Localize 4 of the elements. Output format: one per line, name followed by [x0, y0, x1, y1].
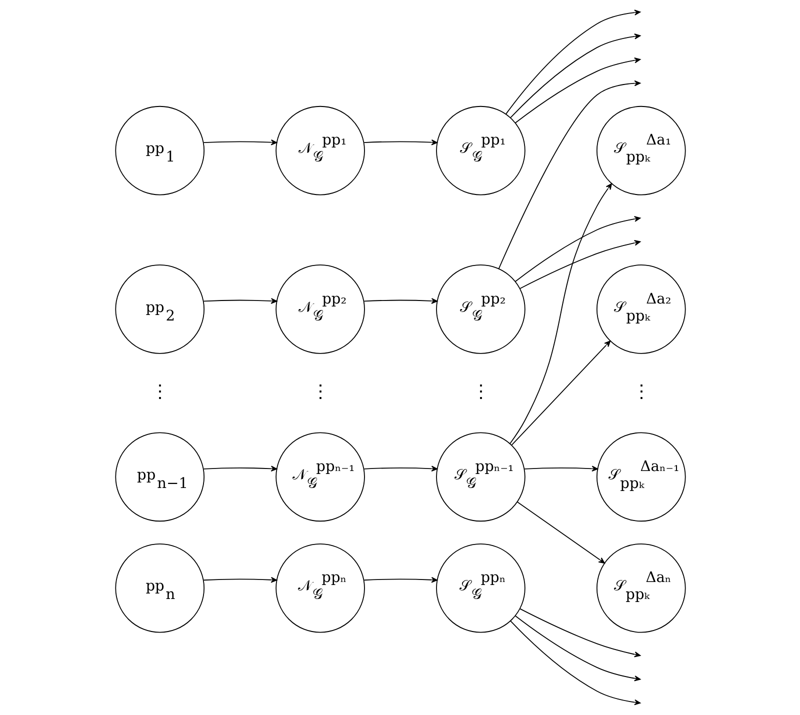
label: ⋮ [472, 382, 490, 403]
label: ⋮ [632, 382, 650, 403]
label: ⋮ [150, 382, 169, 403]
label: ⋮ [311, 382, 330, 403]
